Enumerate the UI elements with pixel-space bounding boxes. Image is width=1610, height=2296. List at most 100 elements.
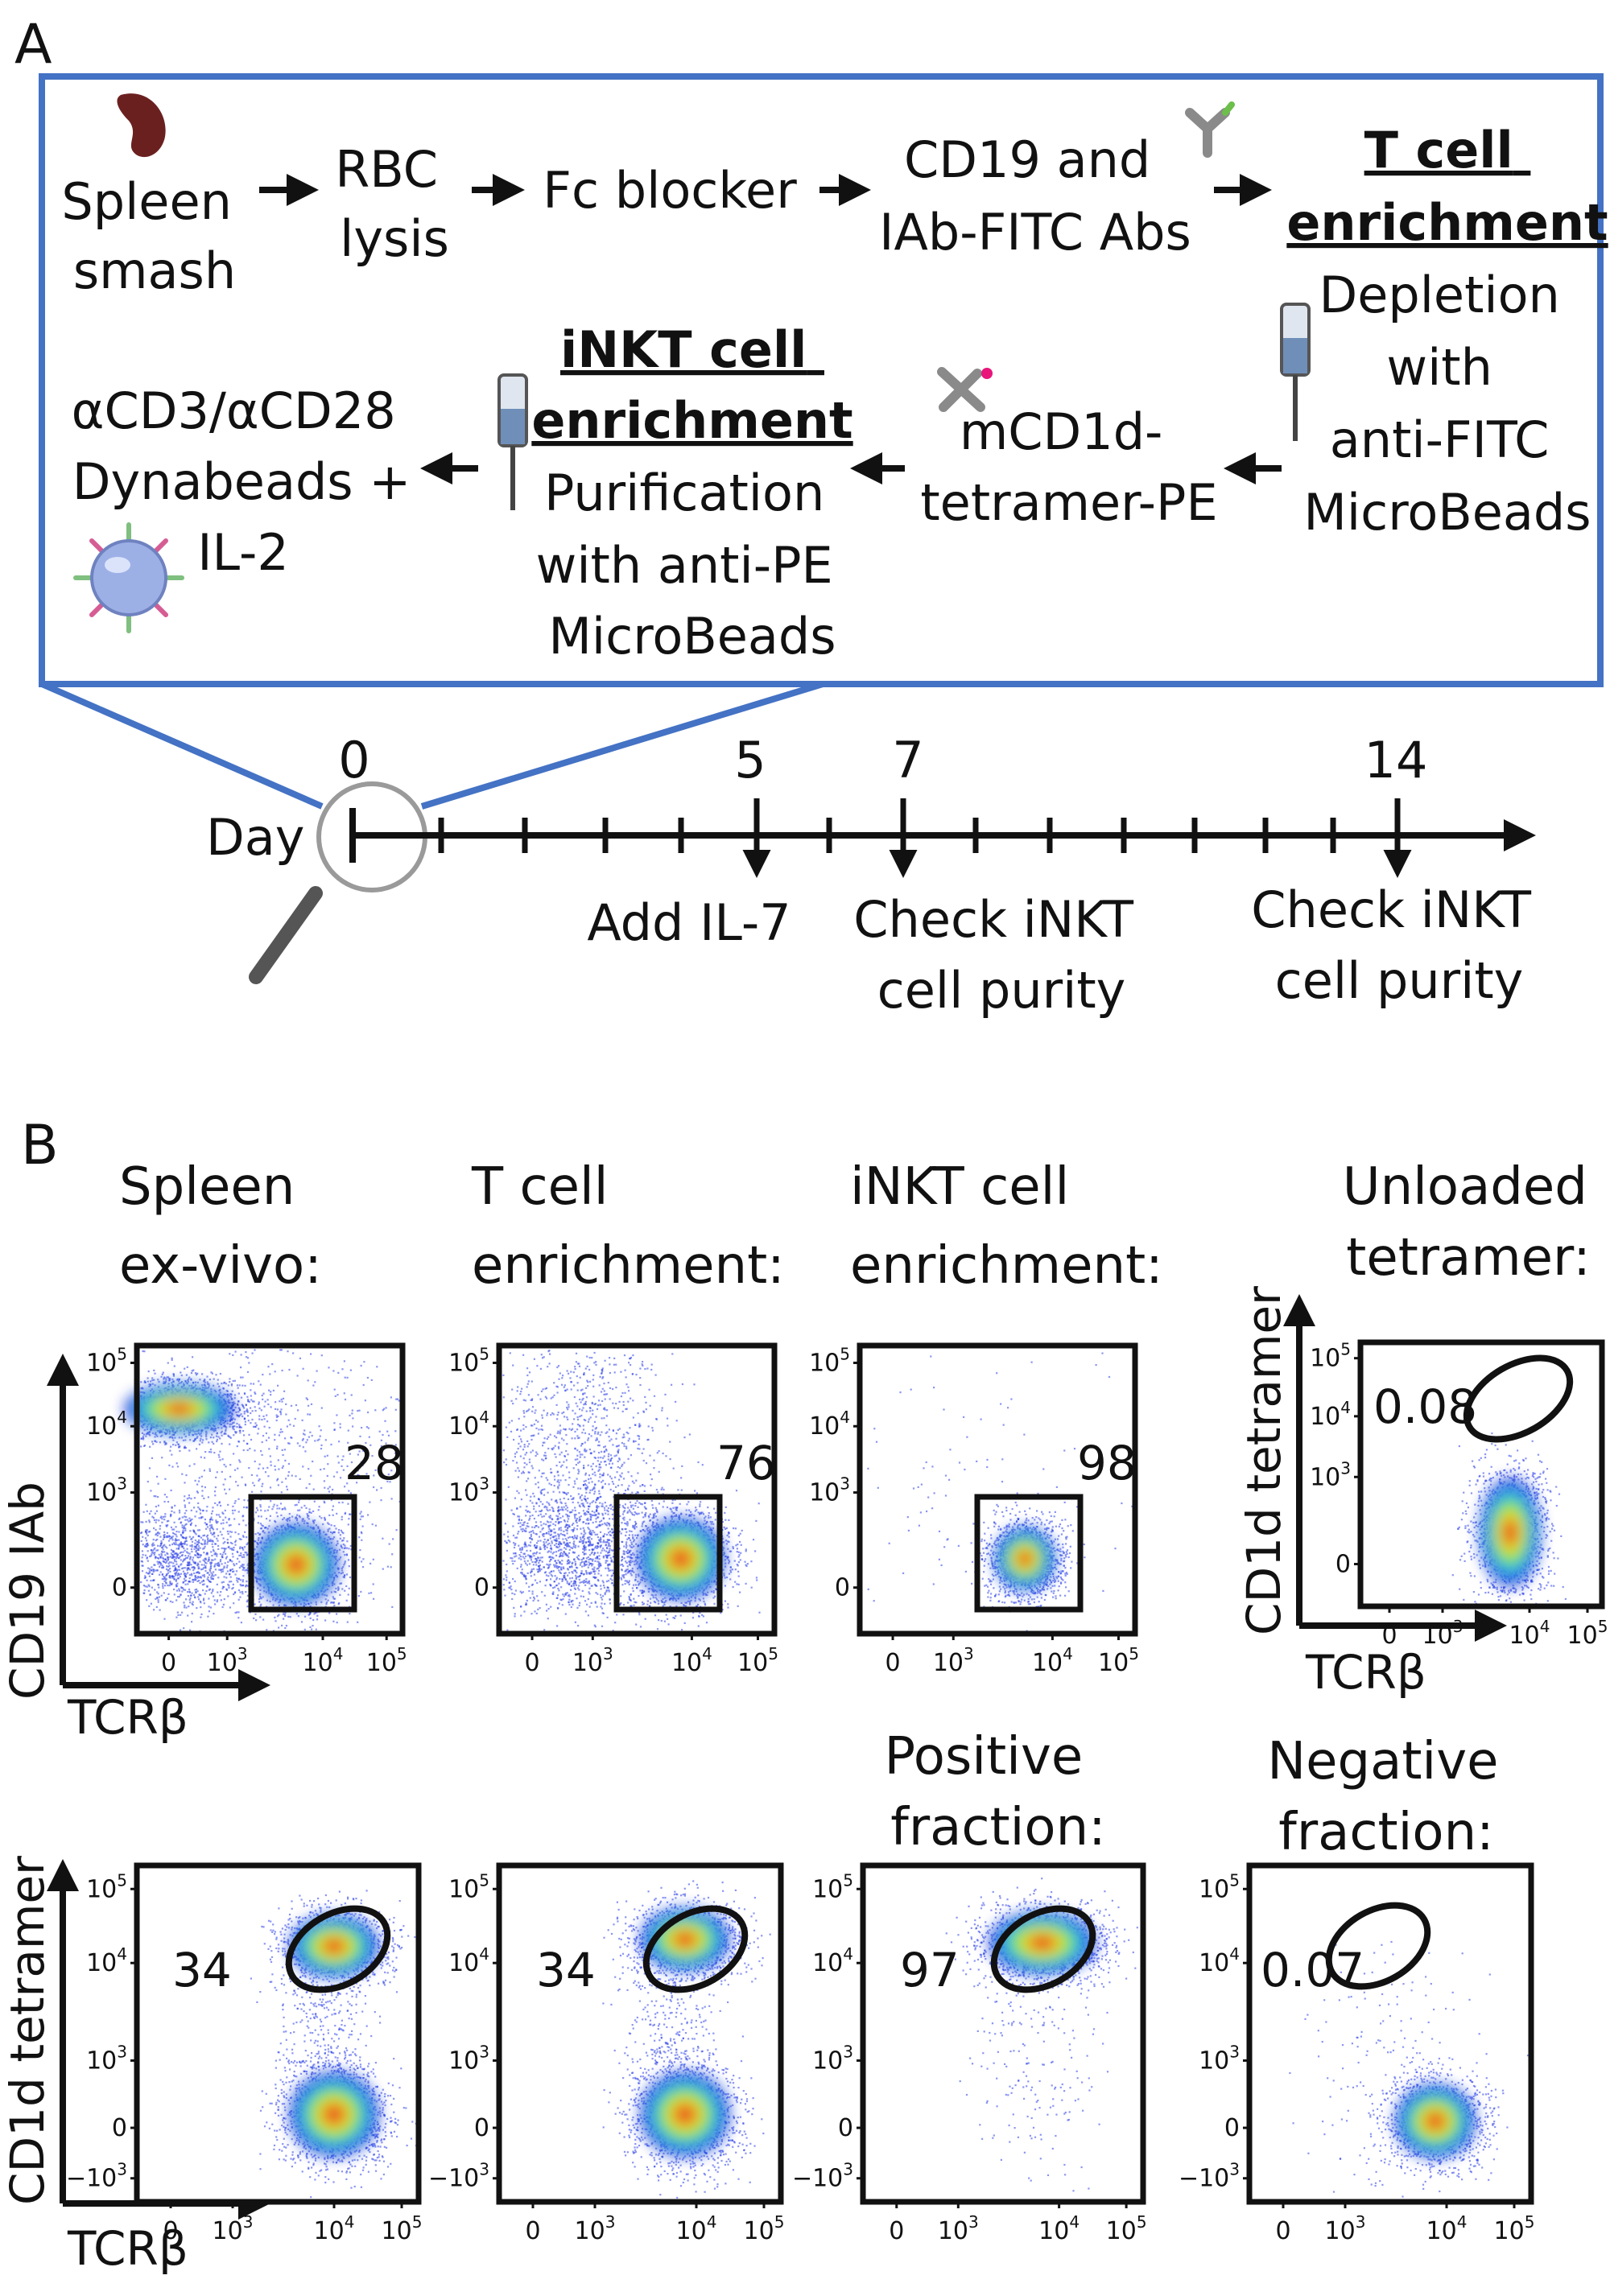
x-tick-label: 0 xyxy=(524,1649,539,1677)
timeline-note-day-7: Check iNKT cell purity xyxy=(853,890,1149,1020)
spleen-icon xyxy=(117,93,166,158)
plot-frame xyxy=(134,1862,422,2205)
tetramer-icon xyxy=(937,367,985,412)
gate-ellipse xyxy=(1463,1354,1574,1443)
x-tick-label: 105 xyxy=(1494,2212,1535,2245)
column-icon xyxy=(1280,303,1311,441)
timeline-note-day-5: Add IL-7 xyxy=(587,893,791,952)
gate-value: 0.07 xyxy=(1261,1943,1364,1997)
y-tick-label: −103 xyxy=(1179,2160,1240,2193)
x-tick-label: 105 xyxy=(1106,2212,1147,2245)
y-tick-label: 0 xyxy=(474,1574,489,1602)
x-tick-label: 104 xyxy=(1038,2212,1080,2245)
gate-ellipse xyxy=(1325,1902,1431,1990)
plot-background xyxy=(860,1346,1135,1634)
plot-density xyxy=(124,1383,339,1606)
y-tick-label: 104 xyxy=(448,1944,489,1977)
x-tick-label: 103 xyxy=(938,2212,979,2245)
gate-rectangle xyxy=(248,1494,357,1613)
panel-b-label: B xyxy=(21,1114,59,1177)
x-tick-label: 103 xyxy=(1422,1617,1463,1650)
plot-density xyxy=(993,1526,1056,1592)
y-tick-label: −103 xyxy=(428,2160,489,2193)
y-tick-label: 0 xyxy=(1335,1551,1351,1579)
x-tick-label: 103 xyxy=(207,1644,248,1677)
y-tick-label: 103 xyxy=(1199,2042,1240,2075)
timeline: Day xyxy=(206,798,1536,878)
gate-value: 34 xyxy=(172,1943,232,1997)
plot-density xyxy=(289,1914,379,2158)
x-tick-label: 104 xyxy=(314,2212,355,2245)
x-tick-label: 104 xyxy=(1032,1644,1073,1677)
timeline-day-5: 5 xyxy=(734,731,766,789)
x-tick-label: 0 xyxy=(1275,2217,1290,2245)
y-tick-label: 0 xyxy=(835,1574,850,1602)
header-positive-fraction: Positive fraction: xyxy=(884,1727,1105,1857)
x-tick-label: 103 xyxy=(1325,2212,1366,2245)
zoom-line-right xyxy=(420,681,824,810)
zoom-line-left xyxy=(40,681,324,810)
row1-y-axis-label: CD19 IAb xyxy=(0,1482,55,1700)
y-tick-label: 0 xyxy=(474,2114,489,2142)
y-tick-label: 0 xyxy=(112,1574,127,1602)
x-tick-label: 105 xyxy=(1098,1644,1139,1677)
tetramer-dye-icon xyxy=(981,368,993,379)
cell-icon xyxy=(73,522,184,633)
y-tick-label: 105 xyxy=(809,1344,850,1377)
step-tetramer: mCD1d- tetramer-PE xyxy=(920,402,1217,532)
plot-frame xyxy=(857,1342,1138,1637)
step-purification: Purification with anti-PE MicroBeads xyxy=(536,464,849,666)
y-tick-label: 104 xyxy=(86,1944,127,1977)
timeline-day-label: Day xyxy=(206,808,304,867)
unloaded-y-axis-label: CD1d tetramer xyxy=(1236,1286,1291,1635)
y-tick-label: 105 xyxy=(812,1870,853,1903)
row2-x-axis-label: TCRβ xyxy=(67,2221,188,2276)
row1-x-axis-label: TCRβ xyxy=(67,1690,188,1745)
y-tick-label: 0 xyxy=(112,2114,127,2142)
y-tick-label: 103 xyxy=(809,1474,850,1507)
x-tick-label: 105 xyxy=(744,2212,785,2245)
y-tick-label: 104 xyxy=(812,1944,853,1977)
y-tick-label: 105 xyxy=(1199,1870,1240,1903)
gate-value: 34 xyxy=(536,1943,596,1997)
plot-density xyxy=(1394,2083,1476,2159)
x-tick-label: 0 xyxy=(525,2217,540,2245)
step-il2: IL-2 xyxy=(197,523,289,582)
y-tick-label: 105 xyxy=(86,1344,127,1377)
timeline-day-7: 7 xyxy=(892,731,923,789)
plot-frame xyxy=(134,1342,406,1637)
y-tick-label: 104 xyxy=(1199,1944,1240,1977)
step-fc-blocker: Fc blocker xyxy=(543,161,797,220)
antibody-icon xyxy=(1185,101,1235,158)
x-tick-label: 0 xyxy=(885,1649,900,1677)
gate-value: 76 xyxy=(716,1436,776,1490)
plot-density xyxy=(637,1517,725,1601)
step-dynabeads: αCD3/αCD28 Dynabeads + xyxy=(72,381,412,511)
gate-ellipse xyxy=(642,1905,749,1993)
timeline-day-0: 0 xyxy=(338,731,369,789)
y-tick-label: 105 xyxy=(1310,1340,1351,1373)
y-tick-label: 104 xyxy=(1310,1398,1351,1431)
header-inkt-enrichment: iNKT cell enrichment: xyxy=(850,1157,1163,1296)
y-tick-label: 103 xyxy=(1310,1458,1351,1491)
gate-value: 97 xyxy=(900,1943,960,1997)
panel-a-label: A xyxy=(14,13,52,76)
y-tick-label: 103 xyxy=(448,1474,489,1507)
plot-frame xyxy=(860,1862,1146,2205)
x-tick-label: 0 xyxy=(889,2217,904,2245)
plot-frame xyxy=(496,1862,784,2205)
y-tick-label: 0 xyxy=(838,2114,853,2142)
y-tick-label: 104 xyxy=(86,1408,127,1441)
